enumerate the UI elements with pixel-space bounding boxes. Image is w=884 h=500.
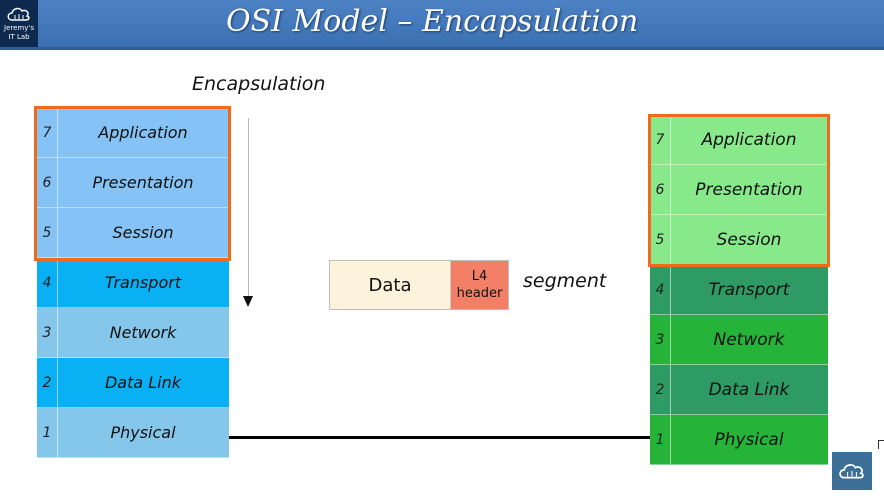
layer-data-link: 2 Data Link xyxy=(37,358,229,408)
layer-number: 2 xyxy=(650,365,671,414)
layer-name: Application xyxy=(98,123,188,142)
layer-presentation: 6 Presentation xyxy=(650,165,828,215)
mouse-cursor-icon xyxy=(878,440,884,449)
pdu-diagram: Data L4 header xyxy=(329,260,509,310)
layer-session: 5 Session xyxy=(650,215,828,265)
cloud-circuit-icon xyxy=(839,464,864,479)
layer-network: 3 Network xyxy=(650,315,828,365)
layer-number: 5 xyxy=(37,208,58,257)
layer-number: 6 xyxy=(650,165,671,214)
layer-number: 5 xyxy=(650,215,671,264)
layer-application: 7 Application xyxy=(37,108,229,158)
layer-name: Presentation xyxy=(92,173,194,192)
layer-network: 3 Network xyxy=(37,308,229,358)
encapsulation-arrow-line xyxy=(248,118,249,298)
title-bar: Jeremy's IT Lab OSI Model – Encapsulatio… xyxy=(0,0,884,50)
jeremys-it-lab-logo: Jeremy's IT Lab xyxy=(0,0,38,50)
layer-number: 1 xyxy=(37,408,58,457)
layer-number: 1 xyxy=(650,415,671,464)
layer-name: Presentation xyxy=(695,179,803,200)
cloud-circuit-icon xyxy=(7,7,30,21)
layer-number: 3 xyxy=(650,315,671,364)
logo-text-line1: Jeremy's xyxy=(4,24,34,32)
layer-transport: 4 Transport xyxy=(650,265,828,315)
pdu-name-label: segment xyxy=(523,270,607,292)
layer-name: Data Link xyxy=(708,379,790,400)
layer-number: 2 xyxy=(37,358,58,407)
layer-name: Session xyxy=(112,223,174,242)
layer-name: Network xyxy=(713,329,785,350)
receiver-osi-stack: 7 Application 6 Presentation 5 Session 4… xyxy=(650,115,828,465)
layer-name: Session xyxy=(716,229,782,250)
physical-link-wire xyxy=(229,436,650,439)
corner-logo xyxy=(832,452,872,490)
layer-data-link: 2 Data Link xyxy=(650,365,828,415)
pdu-l4-header-block: L4 header xyxy=(451,261,508,309)
layer-physical: 1 Physical xyxy=(37,408,229,458)
layer-transport: 4 Transport xyxy=(37,258,229,308)
layer-name: Transport xyxy=(708,279,790,300)
layer-number: 7 xyxy=(650,115,671,164)
slide-title: OSI Model – Encapsulation xyxy=(226,4,639,39)
layer-number: 3 xyxy=(37,308,58,357)
layer-number: 4 xyxy=(37,258,58,307)
layer-name: Transport xyxy=(104,273,182,292)
layer-number: 7 xyxy=(37,108,58,157)
layer-name: Physical xyxy=(714,429,784,450)
layer-name: Physical xyxy=(110,423,176,442)
l4-header-line1: L4 xyxy=(471,269,488,284)
layer-number: 6 xyxy=(37,158,58,207)
layer-presentation: 6 Presentation xyxy=(37,158,229,208)
layer-name: Application xyxy=(701,129,797,150)
layer-number: 4 xyxy=(650,265,671,314)
sender-osi-stack: 7 Application 6 Presentation 5 Session 4… xyxy=(37,108,229,458)
l4-header-line2: header xyxy=(456,286,503,301)
encapsulation-label: Encapsulation xyxy=(192,73,326,95)
layer-application: 7 Application xyxy=(650,115,828,165)
logo-text-line2: IT Lab xyxy=(8,33,30,41)
pdu-data-block: Data xyxy=(330,261,451,309)
down-arrow-icon xyxy=(243,296,253,307)
layer-name: Data Link xyxy=(104,373,182,392)
layer-name: Network xyxy=(109,323,177,342)
layer-physical: 1 Physical xyxy=(650,415,828,465)
layer-session: 5 Session xyxy=(37,208,229,258)
